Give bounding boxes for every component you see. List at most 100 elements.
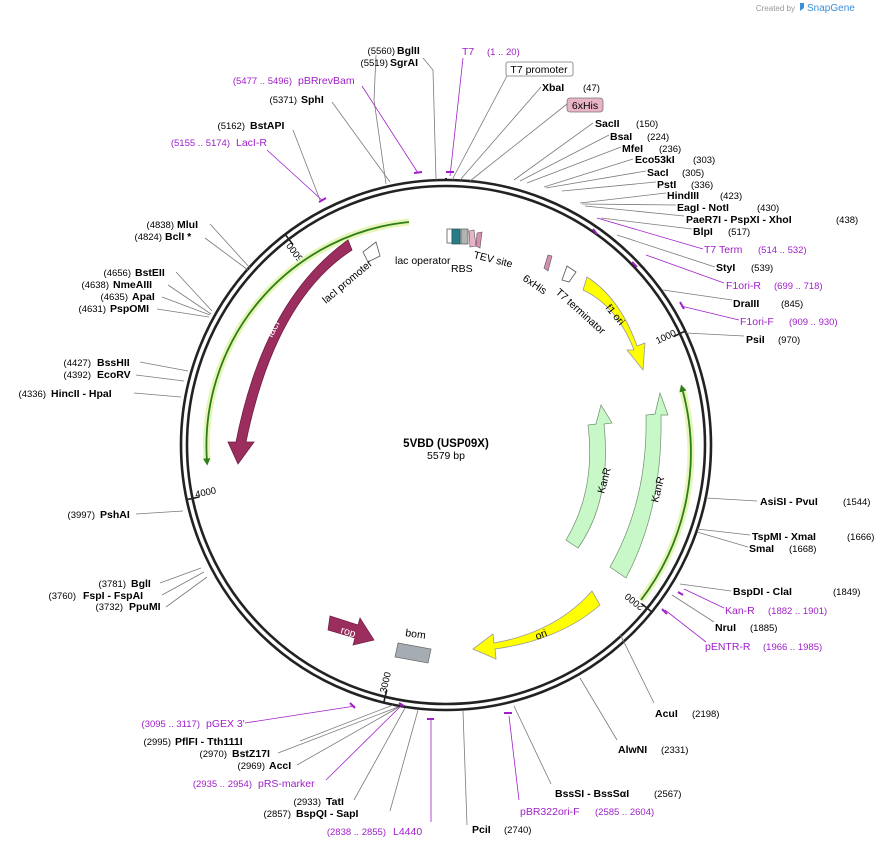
site-name: BsaI [610, 131, 632, 143]
t7-terminator-arrow [561, 265, 577, 283]
lacI-promoter-arrow [362, 241, 381, 263]
f1-ori-arrow [582, 276, 646, 372]
primer-range: (2585 .. 2604) [595, 807, 654, 818]
site-pos: (4656) [104, 268, 131, 279]
primer-range: (1966 .. 1985) [763, 642, 822, 653]
primer-range: (699 .. 718) [774, 281, 823, 292]
kanR-arrow-2 [609, 391, 669, 579]
primer-name: pBRrevBam [298, 75, 355, 87]
site-pos: (3732) [96, 602, 123, 613]
site-pos: (2331) [661, 745, 688, 756]
tick-mark [673, 329, 687, 338]
site-name: EcoRV [97, 369, 131, 381]
site-pos: (845) [781, 299, 803, 310]
primer-name: pBR322ori-F [520, 806, 580, 818]
site-pos: (2933) [294, 797, 321, 808]
bom-label: bom [405, 627, 427, 642]
kanR-arrow-1 [565, 404, 613, 549]
site-pos: (4638) [82, 280, 109, 291]
site-name: TatI [326, 796, 344, 808]
his-tag-box-label: 6xHis [572, 100, 598, 112]
tick-mark [185, 496, 200, 501]
features: lacI lacI promoter lac operator RBS TEV … [227, 228, 669, 664]
tev-site-label: TEV site [472, 249, 514, 270]
created-by-text: Created by [756, 4, 795, 13]
site-name: AcuI [655, 708, 678, 720]
primer-name: LacI-R [236, 137, 267, 149]
site-name: PciI [472, 824, 491, 836]
tick-mark [382, 689, 388, 704]
site-pos: (5560) [368, 46, 395, 57]
site-name: ApaI [132, 291, 155, 303]
boxed-labels: T7 promoter 6xHis [451, 61, 604, 182]
backbone-inner [185, 184, 707, 706]
rop-arrow [327, 615, 375, 646]
site-pos: (305) [682, 168, 704, 179]
site-name: AlwNI [618, 744, 647, 756]
site-name: BlpI [693, 226, 713, 238]
site-pos: (970) [778, 335, 800, 346]
primer-range: (514 .. 532) [758, 245, 807, 256]
site-pos: (3781) [99, 579, 126, 590]
restriction-sites: (5560) BglII (5519) SgrAI (5371) SphI (5… [19, 45, 875, 836]
lac-operator-label: lac operator [395, 255, 451, 267]
site-name: PshAI [100, 509, 130, 521]
site-pos: (4824) [135, 232, 162, 243]
primer-range: (5155 .. 5174) [171, 138, 230, 149]
primer-name: Kan-R [725, 605, 755, 617]
site-name: BstAPI [250, 120, 285, 132]
site-name: BstEII [135, 267, 165, 279]
site-name: AccI [269, 760, 291, 772]
site-pos: (1849) [833, 587, 860, 598]
site-pos: (4635) [101, 292, 128, 303]
site-pos: (1666) [847, 532, 874, 543]
primer-range: (5477 .. 5496) [233, 76, 292, 87]
site-name: NmeAIII [113, 279, 152, 291]
site-pos: (2969) [238, 761, 265, 772]
t7-promoter-box [505, 61, 574, 77]
site-name: AsiSI - PvuI [760, 496, 818, 508]
primer-range: (2838 .. 2855) [327, 827, 386, 838]
site-name: TspMI - XmaI [752, 531, 816, 543]
site-name: FspI - FspAI [83, 590, 143, 602]
orf-lacI [203, 221, 410, 466]
his-tag-box [566, 97, 604, 113]
rbs-label: RBS [451, 263, 473, 275]
site-name: BssSI - BssSαI [555, 788, 629, 800]
site-name: SgrAI [390, 57, 418, 69]
site-pos: (5371) [270, 95, 297, 106]
site-name: XbaI [542, 82, 564, 94]
primer-name: T7 [462, 46, 474, 58]
rop-label: rop [339, 624, 357, 640]
site-name: PsiI [746, 334, 765, 346]
site-pos: (1668) [789, 544, 816, 555]
site-pos: (423) [720, 191, 742, 202]
tick-mark [283, 233, 294, 246]
primer-name: pGEX 3' [206, 718, 245, 730]
site-name: HincII - HpaI [51, 388, 112, 400]
primer-range: (1 .. 20) [487, 47, 520, 58]
site-name: SacI [647, 167, 669, 179]
primer-range: (3095 .. 3117) [142, 719, 200, 730]
site-pos: (4838) [147, 220, 174, 231]
site-name: PstI [657, 179, 676, 191]
rbs-mark [460, 228, 469, 245]
site-pos: (2970) [200, 749, 227, 760]
site-pos: (1544) [843, 497, 870, 508]
lacI-arrow [227, 239, 353, 465]
site-pos: (4427) [64, 358, 91, 369]
site-pos: (3997) [68, 510, 95, 521]
primer-name: pENTR-R [705, 641, 751, 653]
site-pos: (2740) [504, 825, 531, 836]
t7-promoter-mark [451, 228, 461, 245]
site-name: SmaI [749, 543, 774, 555]
site-name: EagI - NotI [677, 202, 729, 214]
snapgene-logo-icon [800, 3, 804, 11]
primer-range: (1882 .. 1901) [768, 606, 827, 617]
t7-promoter-box-label: T7 promoter [510, 64, 568, 76]
brand-name: SnapGene [807, 3, 855, 14]
his6-c-arrow [543, 254, 553, 272]
site-pos: (47) [583, 83, 600, 94]
